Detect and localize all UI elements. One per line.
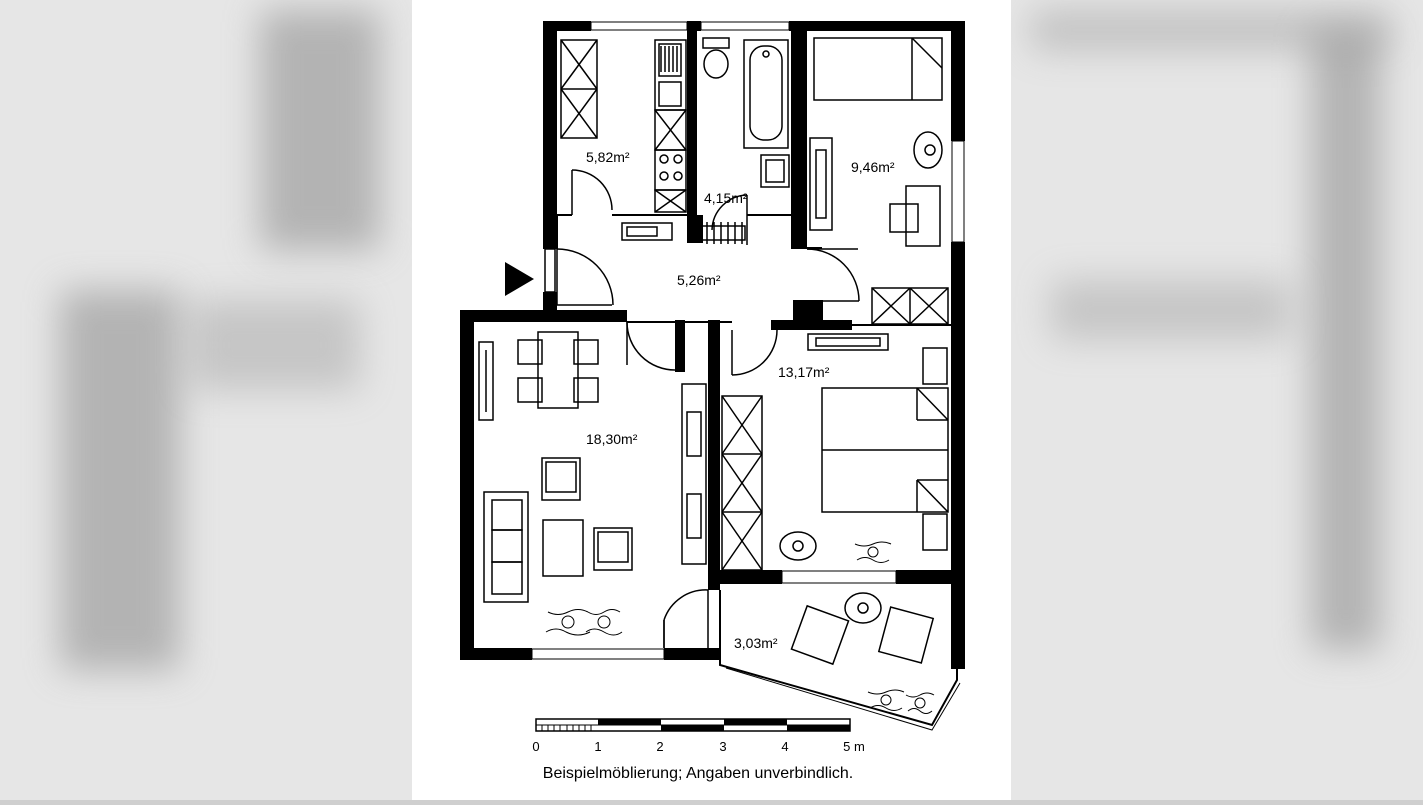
scale-tick-label: 2 <box>656 739 663 754</box>
room-area-living: 18,30m² <box>586 431 638 447</box>
furniture <box>478 37 949 666</box>
scale-tick-label: 1 <box>594 739 601 754</box>
floor-plan-panel: 5,82m² 4,15m² 9,46m² 5,26m² 18,30m² 13,1… <box>412 0 1011 800</box>
caption: Beispielmöblierung; Angaben unverbindlic… <box>543 765 853 782</box>
blurred-background-left <box>0 0 412 800</box>
scale-tick-label: 3 <box>719 739 726 754</box>
room-area-bedroom-small: 9,46m² <box>851 159 895 175</box>
room-area-bedroom: 13,17m² <box>778 364 830 380</box>
scale-tick-label: 5 m <box>843 739 865 754</box>
room-area-bathroom: 4,15m² <box>704 190 748 206</box>
balcony <box>719 590 961 731</box>
room-area-hallway: 5,26m² <box>677 272 721 288</box>
room-area-balcony: 3,03m² <box>734 635 778 651</box>
plants <box>545 541 935 714</box>
floor-plan: 5,82m² 4,15m² 9,46m² 5,26m² 18,30m² 13,1… <box>460 21 965 782</box>
scale-tick-label: 4 <box>781 739 788 754</box>
scale-tick-label: 0 <box>532 739 539 754</box>
scale-bar: 0 1 2 3 4 5 m <box>532 718 865 754</box>
doors <box>544 169 860 648</box>
walls <box>460 21 965 669</box>
blurred-background-right <box>1011 0 1423 800</box>
entrance-arrow-icon <box>505 262 534 296</box>
windows <box>531 21 965 660</box>
room-area-kitchen: 5,82m² <box>586 149 630 165</box>
